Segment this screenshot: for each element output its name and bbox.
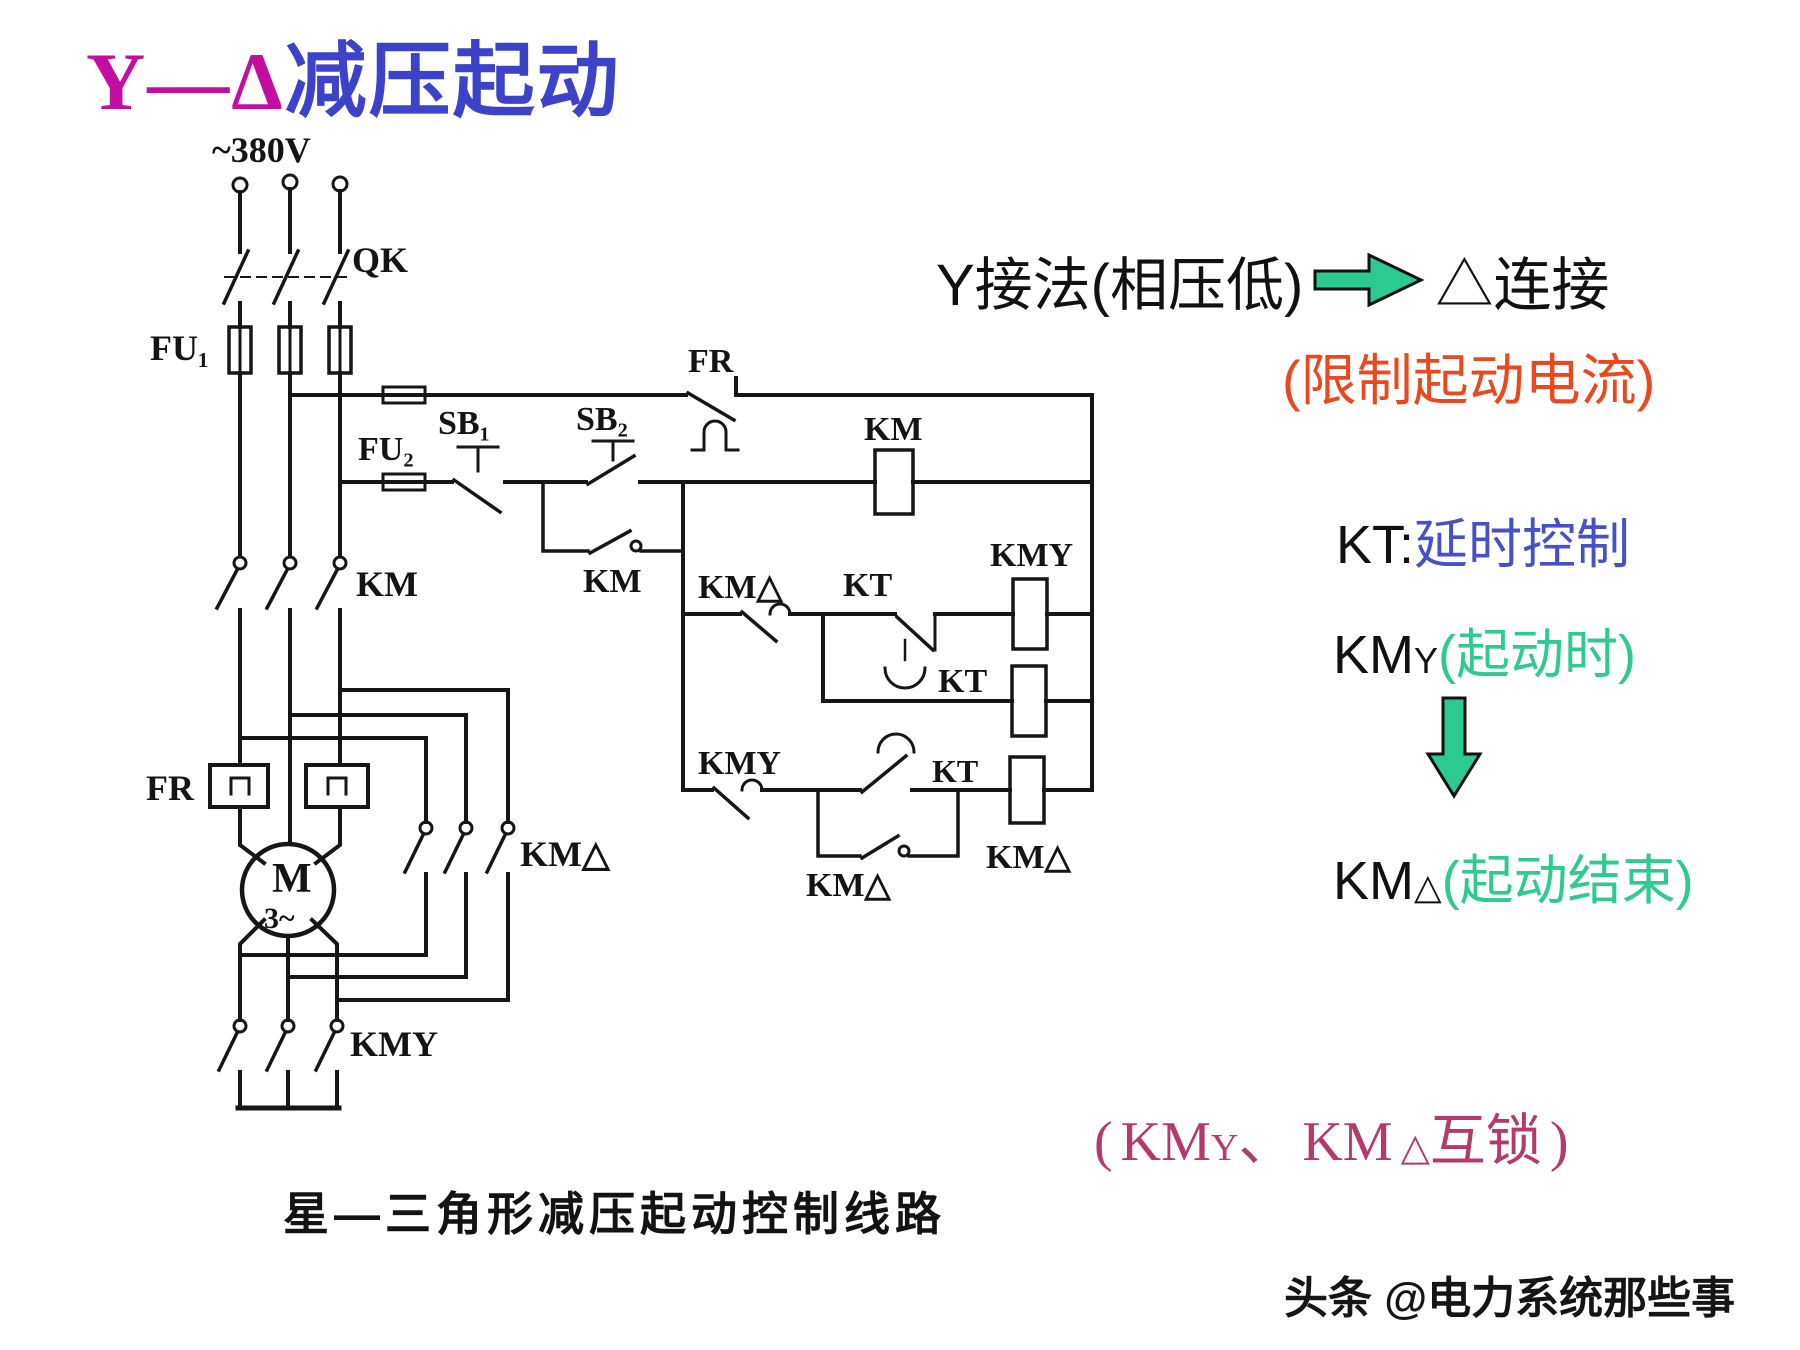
- qk-switch: QK: [221, 240, 408, 329]
- kmd-annotation-base: KM: [1333, 851, 1414, 911]
- kmy-annotation: KMY(起动时): [1333, 610, 1636, 689]
- kt-delay-nc-contact: KT: [843, 567, 937, 690]
- kt-no-label: KT: [932, 753, 978, 789]
- kmd-nc-contact: KM△: [698, 569, 792, 644]
- diagram-caption: 星—三角形减压起动控制线路: [283, 1188, 946, 1240]
- sb2-label: SB₂: [576, 401, 628, 438]
- kt-annotation-label: KT:: [1336, 515, 1415, 575]
- km-main-label: KM: [356, 564, 418, 604]
- kmd-nc-label: KM△: [698, 569, 784, 606]
- kt-delay-label: KT: [843, 567, 892, 604]
- km-coil-label: KM: [864, 411, 923, 448]
- kmd-coil-label: KM△: [986, 839, 1072, 876]
- km-coil: KM: [864, 411, 923, 516]
- supply-terminals: ~380V: [212, 130, 349, 254]
- km-aux-label: KM: [583, 563, 642, 600]
- fr-heaters: FR: [146, 763, 370, 809]
- kt-annotation-desc: 延时控制: [1414, 515, 1631, 575]
- kmd-annotation: KM△(起动结束): [1333, 836, 1694, 915]
- kmy-annotation-sub: Y: [1414, 640, 1439, 681]
- down-arrow-icon: [1424, 696, 1484, 805]
- qk-label: QK: [352, 240, 408, 280]
- interlock-comma: 、: [1238, 1111, 1295, 1173]
- row-kt: KT: [821, 612, 1094, 738]
- row-kmy: KM△ KT KMY: [681, 537, 1094, 690]
- kt-coil-label: KT: [938, 663, 987, 700]
- fr-contact-label: FR: [688, 343, 734, 380]
- watermark: 头条 @电力系统那些事: [1284, 1274, 1736, 1323]
- flow-note: (限制起动电流): [1282, 349, 1656, 412]
- kmy-annotation-desc: (起动时): [1438, 625, 1636, 685]
- interlock-km1: KM: [1120, 1111, 1211, 1173]
- sb1-button: SB₁: [438, 405, 503, 515]
- sb2-button: SB₂: [576, 401, 637, 487]
- supply-label: ~380V: [212, 130, 311, 170]
- title-text: 减压起动: [284, 33, 621, 129]
- kmd-annotation-sub: △: [1414, 866, 1442, 907]
- kmd-annotation-desc: (起动结束): [1441, 851, 1694, 911]
- right-arrow-icon: [1313, 247, 1425, 313]
- motor: M 3~: [238, 805, 342, 1022]
- kmd-power-contacts: KM△: [238, 688, 611, 1002]
- title-symbol: Y—Δ: [86, 36, 285, 127]
- sb1-label: SB₁: [438, 405, 490, 442]
- fr-contact: FR: [685, 343, 1094, 452]
- kmy-nc-label: KMY: [698, 745, 781, 782]
- kt-annotation: KT:延时控制: [1336, 500, 1630, 579]
- interlock-annotation: (KMY、KM△互锁): [1086, 1096, 1576, 1177]
- interlock-sub1: Y: [1210, 1127, 1239, 1169]
- kmd-coil: KM△: [986, 755, 1072, 876]
- kmy-nc-contact: KMY: [698, 745, 781, 821]
- interlock-km2: KM: [1302, 1111, 1393, 1173]
- interlock-close: ): [1549, 1111, 1569, 1173]
- interlock-sub2: △: [1400, 1127, 1430, 1169]
- kmy-power-label: KMY: [350, 1024, 438, 1064]
- fu2-label: FU₂: [358, 431, 414, 468]
- kmd-aux-label: KM△: [806, 867, 892, 904]
- km-main-contacts: KM: [214, 555, 418, 846]
- flow-annotation: Y接法(相压低) △连接: [936, 238, 1609, 322]
- control-feed-top: FR: [288, 343, 1094, 452]
- interlock-text: 互锁: [1429, 1111, 1542, 1173]
- fr-heater-label: FR: [146, 768, 195, 808]
- motor-phases-label: 3~: [264, 902, 295, 935]
- kmy-annotation-base: KM: [1333, 625, 1414, 685]
- row-kmd: KMY KT KM△ KM△: [681, 732, 1094, 904]
- kt-delay-no-contact: KT: [859, 732, 978, 795]
- page-title: Y—Δ减压起动: [86, 14, 621, 133]
- km-aux-contact: KM: [541, 480, 685, 792]
- control-feed-main: FU₂ SB₁ SB₂ KM: [338, 393, 1094, 792]
- kmd-aux-contact: KM△: [806, 788, 960, 904]
- motor-label: M: [272, 856, 312, 902]
- fu1-fuses: FU₁: [150, 325, 353, 558]
- kmy-coil-label: KMY: [990, 537, 1073, 574]
- kmy-coil: KMY: [990, 537, 1073, 651]
- fu1-label: FU₁: [150, 328, 209, 368]
- kmd-power-label: KM△: [520, 834, 611, 874]
- kmy-power-contacts: KMY: [216, 1018, 438, 1111]
- flow-left-text: Y接法(相压低): [936, 253, 1304, 318]
- interlock-open: (: [1094, 1111, 1113, 1173]
- flow-right-text: △连接: [1435, 253, 1610, 318]
